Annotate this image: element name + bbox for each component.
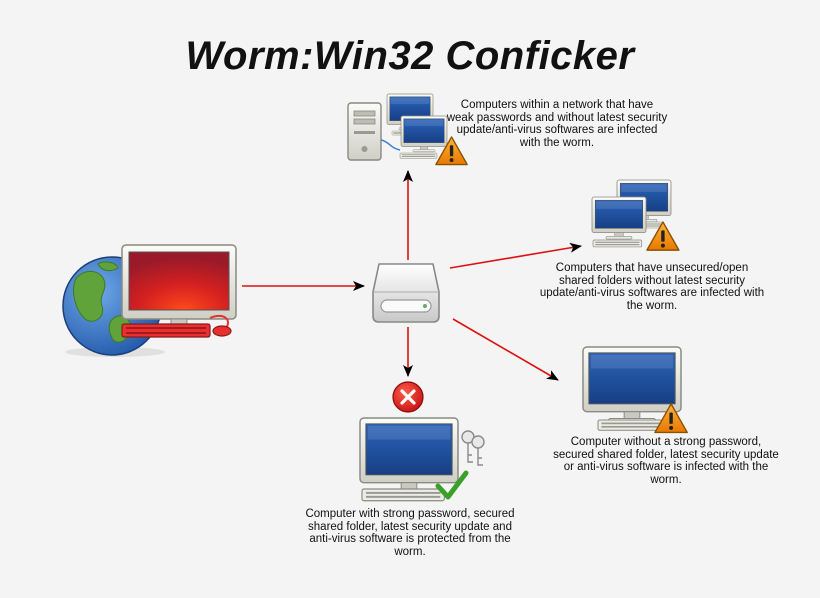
- arrow-hub-to-bottom-right: [452, 318, 559, 381]
- caption-right-infected: Computers that have unsecured/open share…: [539, 262, 765, 312]
- server-and-two-computers-warning-icon: [347, 93, 468, 166]
- diagram-title: Worm:Win32 Conficker: [185, 34, 635, 78]
- blocked-x-icon: [392, 381, 424, 413]
- computer-warning-icon: [582, 346, 688, 434]
- protected-computer-keys-check-icon: [359, 417, 485, 502]
- keys-icon: [461, 430, 485, 466]
- two-computers-warning-icon: [591, 179, 680, 251]
- arrow-hub-to-right: [449, 242, 582, 269]
- server-tower-icon: [347, 102, 382, 161]
- caption-bottom-right-infected: Computer without a strong password, secu…: [553, 436, 779, 486]
- network-drive-icon: [372, 263, 440, 323]
- mouse-icon: [212, 325, 232, 337]
- caption-top-infected: Computers within a network that have wea…: [446, 99, 668, 149]
- caption-bottom-protected: Computer with strong password, secured s…: [305, 508, 515, 558]
- check-icon: [435, 470, 469, 500]
- mouse-cable: [209, 314, 229, 329]
- infected-computer-with-globe-icon: [62, 244, 237, 357]
